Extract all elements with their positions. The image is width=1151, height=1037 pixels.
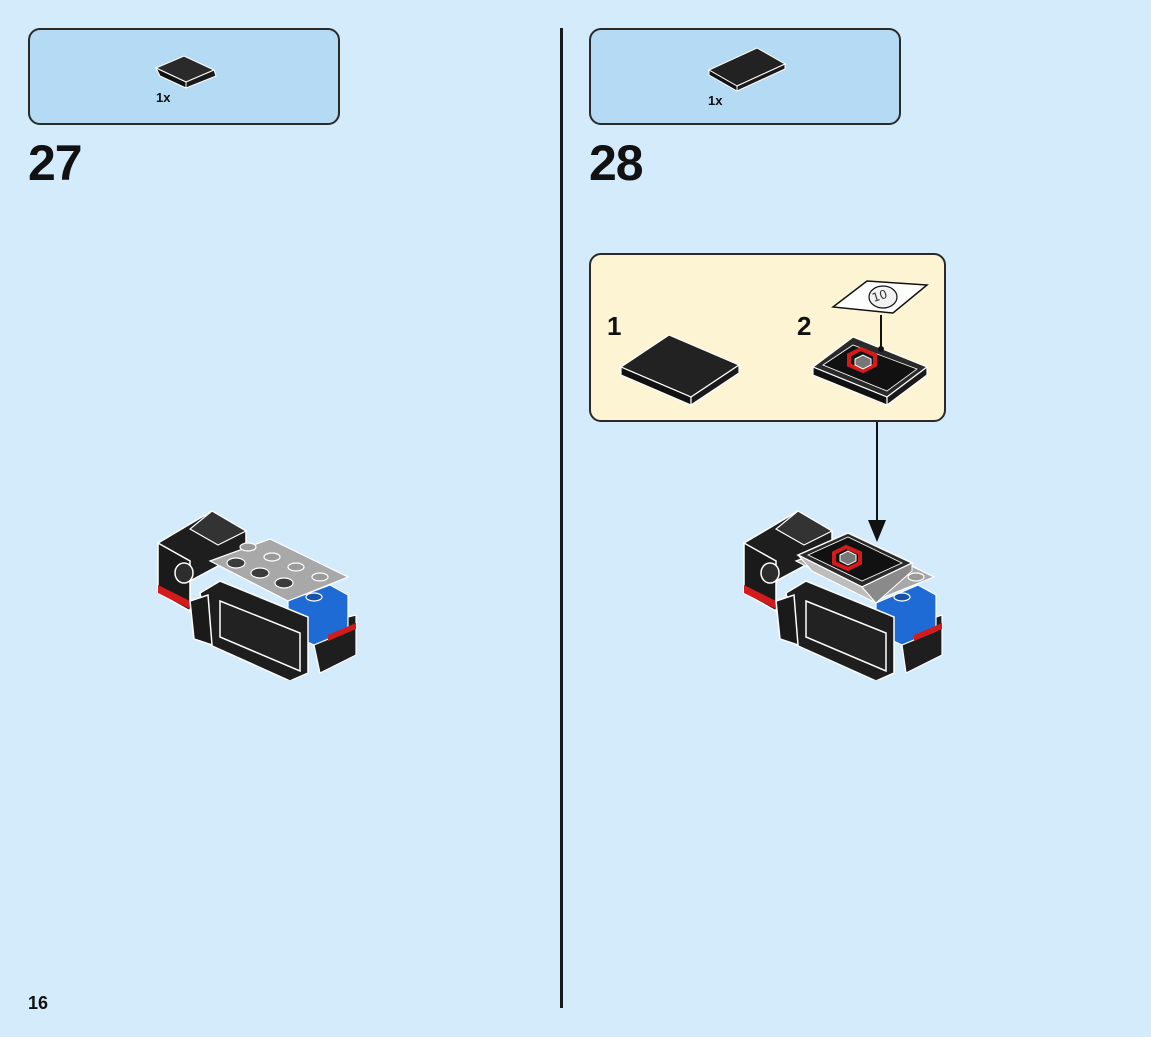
model-assembly-step-27 (157, 510, 357, 680)
part-quantity: 1x (708, 93, 723, 108)
slope-brick-icon (154, 55, 217, 89)
parts-callout-step-27: 1x (28, 28, 340, 125)
step-number: 28 (589, 135, 644, 191)
step-number: 27 (28, 135, 83, 191)
subassembly-callout: 1 2 10 (589, 253, 946, 422)
page-divider (560, 28, 563, 1008)
substep-number: 1 (607, 311, 622, 341)
placement-arrow-icon (868, 422, 886, 542)
model-assembly-step-28 (743, 510, 943, 680)
tile-icon (707, 47, 787, 92)
part-quantity: 1x (156, 90, 171, 105)
subassembly-illustration (619, 280, 929, 407)
page-number: 16 (28, 993, 49, 1013)
tile-icon (619, 334, 741, 407)
stickered-tile-icon (811, 315, 929, 407)
parts-callout-step-28: 1x (589, 28, 901, 125)
substep-number: 2 (797, 311, 812, 341)
sticker-sheet-icon (831, 280, 929, 314)
